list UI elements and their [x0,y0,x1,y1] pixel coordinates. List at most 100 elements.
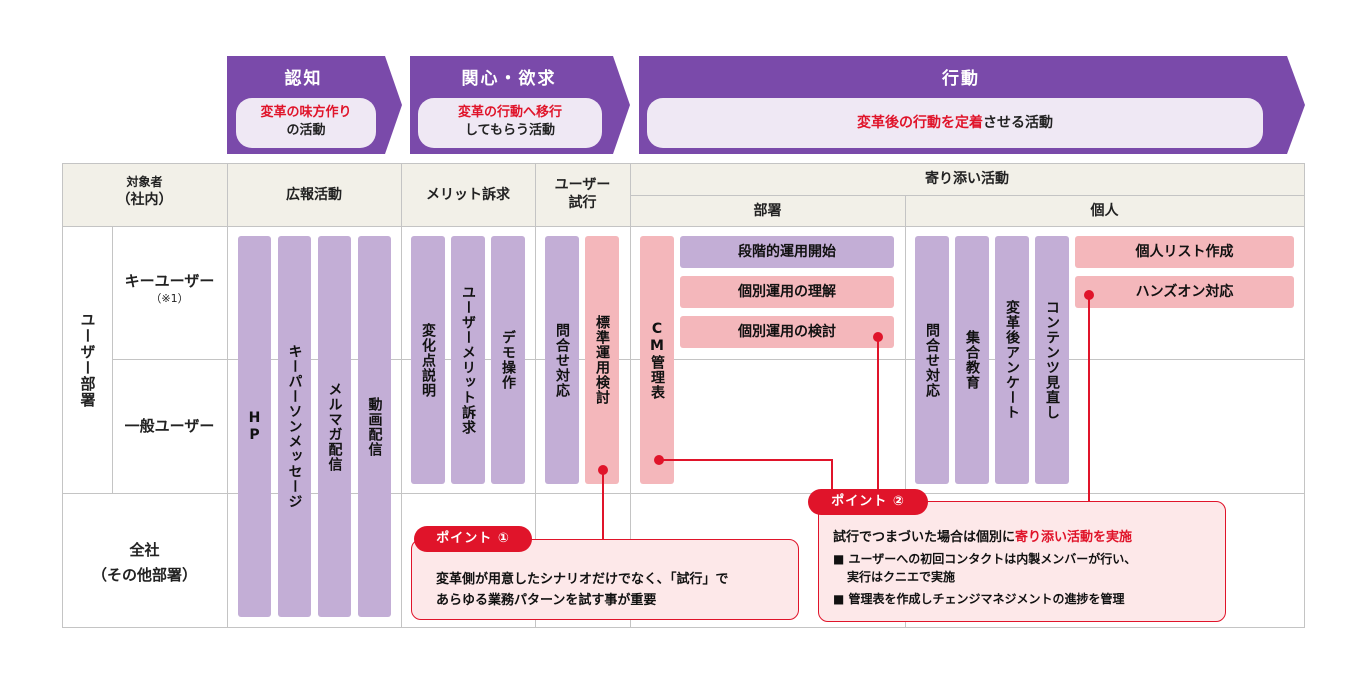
bar-indiv-inquiry: 問合せ対応 [915,236,949,484]
point2-line1: 試行でつまづいた場合は個別に寄り添い活動を実施 [833,528,1132,547]
connector-dot [1084,290,1094,300]
header-pr: 広報活動 [286,187,342,203]
bar-label: 変化点説明 [420,322,436,398]
hbar-individual-list: 個人リスト作成 [1075,236,1294,268]
grid-line [112,359,1305,360]
phase-description: 変革の行動へ移行 してもらう活動 [418,98,602,148]
bar-hp: HP [238,236,271,617]
point2-badge: ポイント ② [808,489,928,515]
grid-line [112,226,113,494]
point1-badge: ポイント ① [414,526,532,552]
phase-description: 変革の味方作り の活動 [236,98,376,148]
point1-line1: 変革側が用意したシナリオだけでなく､「試行」で [436,572,729,587]
header-trial: ユーザー 試行 [535,176,630,212]
grid-line [630,163,631,628]
connector-line [831,459,833,489]
connector-line [602,470,604,540]
row-label-company-line1: 全社 [129,541,160,559]
grid-line [62,163,63,628]
bar-label: HP [246,409,263,444]
header-merit: メリット訴求 [426,187,510,203]
point2-line1-b: 寄り添い活動を実施 [1015,530,1133,545]
bar-label: デモ操作 [500,330,516,390]
phase-description: 変革後の行動を定着させる活動 [647,98,1263,148]
hbar-individual-review: 個別運用の検討 [680,316,894,348]
phase-rest: してもらう活動 [465,123,555,138]
header-trial-line1: ユーザー [554,177,611,193]
bar-label: メルマガ配信 [326,381,343,472]
bar-label: 問合せ対応 [554,322,570,398]
row-label-company-line2: （その他部署） [91,566,197,584]
bar-keyperson-message: キーパーソンメッセージ [278,236,311,617]
row-label-key-user: キーユーザー （※1） [112,272,227,307]
connector-dot [654,455,664,465]
header-support: 寄り添い活動 [925,171,1009,187]
grid-line [62,226,1305,227]
phase-highlight: 変革後の行動を定着 [857,115,983,131]
row-label-general-user: 一般ユーザー [124,417,215,435]
grid-line [62,163,1305,164]
point2-bullet1b: 実行はクニエで実施 [847,570,956,584]
phase-awareness: 認知 変革の味方作り の活動 [227,56,402,154]
grid-line [630,195,1305,196]
hbar-phased-rollout: 段階的運用開始 [680,236,894,268]
phase-title: 認知 [284,69,323,89]
bar-cm-table: CM管理表 [640,236,674,484]
bar-video: 動画配信 [358,236,391,617]
connector-dot [873,332,883,342]
grid-line [535,163,536,628]
point2-bullet2: ■ 管理表を作成しチェンジマネジメントの進捗を管理 [833,592,1125,606]
phase-interest: 関心・欲求 変革の行動へ移行 してもらう活動 [410,56,630,154]
hbar-handson: ハンズオン対応 [1075,276,1294,308]
connector-line [659,459,833,461]
phase-action: 行動 変革後の行動を定着させる活動 [639,56,1305,154]
point2-callout: 試行でつまづいた場合は個別に寄り添い活動を実施 ■ ユーザーへの初回コンタクトは… [818,501,1226,622]
phase-highlight: 変革の味方作り [260,105,352,120]
point1-callout: 変革側が用意したシナリオだけでなく､「試行」で あらゆる業務パターンを試す事が重… [411,539,799,620]
point2-line1-a: 試行でつまづいた場合は個別に [833,530,1016,545]
grid-line [62,493,1305,494]
bar-label: 動画配信 [366,396,383,457]
bar-label: コンテンツ見直し [1044,300,1060,420]
connector-dot [598,465,608,475]
bar-label: キーパーソンメッセージ [286,344,303,509]
header-trial-line2: 試行 [568,195,597,211]
grid-line [227,163,228,628]
row-label-user-dept: ユーザー部署 [62,226,112,493]
row-label-user-dept-text: ユーザー部署 [78,311,97,408]
row-label-key-user-note: （※1） [150,292,189,305]
point2-bullet1a: ■ ユーザーへの初回コンタクトは内製メンバーが行い、 [833,552,1137,566]
phase-title: 行動 [942,69,980,89]
bar-label: CM管理表 [649,320,665,400]
connector-line [877,337,879,489]
header-individual: 個人 [1090,203,1119,219]
bar-user-merit: ユーザーメリット訴求 [451,236,485,484]
bar-label: 集合教育 [964,330,980,390]
bar-standard-operation: 標準運用検討 [585,236,619,484]
bar-label: 標準運用検討 [594,315,610,405]
bar-demo: デモ操作 [491,236,525,484]
header-department: 部署 [753,203,782,219]
phase-rest: の活動 [286,123,326,138]
grid-line [62,627,1305,628]
connector-line [1088,295,1090,502]
grid-line [401,163,402,628]
row-label-company: 全社 （その他部署） [62,538,227,588]
bar-content-review: コンテンツ見直し [1035,236,1069,484]
bar-mailmagazine: メルマガ配信 [318,236,351,617]
phase-highlight: 変革の行動へ移行 [457,105,562,120]
row-label-key-user-text: キーユーザー [124,272,215,290]
phase-rest: させる活動 [983,115,1053,131]
phase-title: 関心・欲求 [461,69,557,89]
point1-line2: あらゆる業務パターンを試す事が重要 [436,593,657,608]
header-target: 対象者 （社内） [62,175,227,210]
bar-group-education: 集合教育 [955,236,989,484]
header-target-line2: （社内） [116,192,173,208]
hbar-individual-understanding: 個別運用の理解 [680,276,894,308]
bar-trial-inquiry: 問合せ対応 [545,236,579,484]
bar-post-survey: 変革後アンケート [995,236,1029,484]
bar-label: ユーザーメリット訴求 [460,285,476,435]
grid-line [1304,163,1305,628]
bar-label: 変革後アンケート [1004,300,1020,420]
grid-line [905,195,906,628]
